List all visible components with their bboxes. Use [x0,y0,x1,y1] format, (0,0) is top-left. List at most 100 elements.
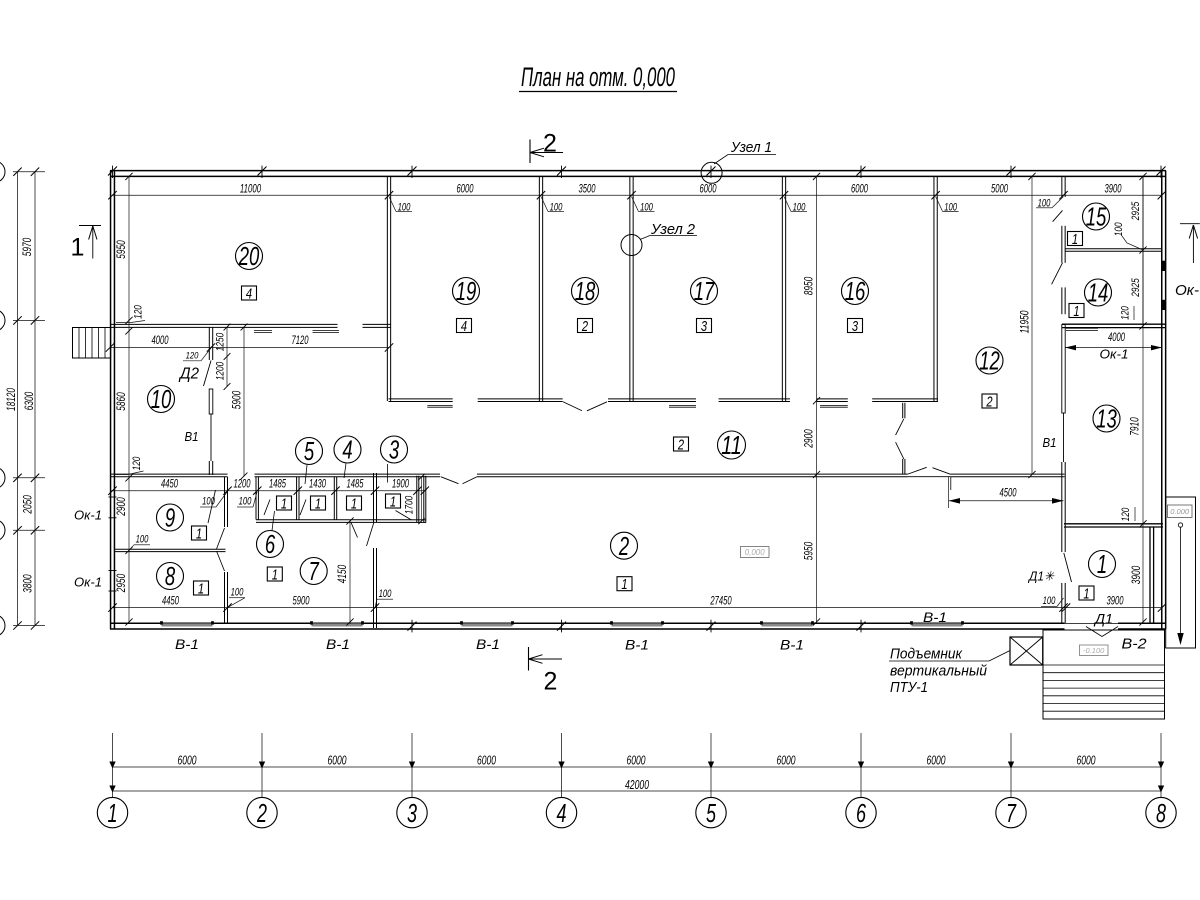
svg-text:4: 4 [557,798,567,828]
svg-text:4: 4 [461,318,467,335]
svg-text:Д1✳: Д1✳ [1027,569,1055,584]
svg-text:4450: 4450 [162,594,179,607]
svg-text:Д2: Д2 [178,366,199,383]
svg-text:20: 20 [238,243,259,271]
svg-text:1: 1 [198,580,204,597]
svg-text:1485: 1485 [269,478,286,491]
svg-text:120: 120 [1120,306,1132,320]
svg-text:120: 120 [133,305,145,319]
svg-text:12: 12 [979,348,1000,376]
svg-text:11000: 11000 [240,183,262,196]
svg-text:1250: 1250 [215,333,227,351]
svg-text:5970: 5970 [21,237,34,256]
svg-text:Подъемник: Подъемник [890,647,963,663]
svg-text:1485: 1485 [347,478,364,491]
svg-text:6000: 6000 [700,183,717,196]
svg-text:4000: 4000 [152,334,169,347]
svg-text:7: 7 [1006,798,1017,828]
svg-text:1: 1 [1073,303,1079,320]
svg-text:3500: 3500 [579,183,596,196]
svg-text:1900: 1900 [392,477,409,490]
svg-text:16: 16 [845,278,866,306]
svg-text:100: 100 [239,496,252,508]
svg-text:2: 2 [618,533,629,561]
svg-text:Ок-1: Ок-1 [74,508,102,523]
svg-text:15: 15 [1086,204,1107,232]
svg-text:6000: 6000 [851,183,868,196]
svg-text:1: 1 [281,495,287,512]
svg-text:В-1: В-1 [175,636,199,652]
svg-text:1: 1 [1083,585,1089,602]
svg-text:В-1: В-1 [780,637,804,653]
svg-text:3900: 3900 [1130,565,1143,584]
svg-text:3: 3 [701,318,708,335]
svg-text:7910: 7910 [1129,417,1142,436]
svg-text:В-1: В-1 [625,637,649,653]
svg-text:В-2: В-2 [1122,636,1148,653]
svg-text:5900: 5900 [293,594,310,607]
svg-text:4500: 4500 [1000,487,1017,500]
svg-text:6000: 6000 [457,183,474,196]
svg-text:120: 120 [131,457,143,471]
svg-text:7120: 7120 [292,334,309,347]
svg-text:В-1: В-1 [326,636,350,652]
svg-text:Ок-: Ок- [1175,283,1199,299]
svg-text:В1: В1 [1043,435,1057,450]
svg-text:6000: 6000 [627,753,647,768]
svg-text:6000: 6000 [1077,753,1097,768]
svg-text:100: 100 [1043,595,1056,607]
svg-text:План на отм. 0,000: План на отм. 0,000 [521,62,675,92]
svg-text:1: 1 [390,493,396,510]
svg-text:5000: 5000 [991,183,1008,196]
svg-text:4150: 4150 [336,564,349,583]
svg-text:Узел 2: Узел 2 [650,222,695,238]
svg-text:2: 2 [677,436,684,453]
svg-text:6000: 6000 [927,753,947,768]
svg-text:Узел 1: Узел 1 [730,140,772,156]
svg-text:1200: 1200 [234,478,251,491]
svg-text:2950: 2950 [115,573,128,593]
svg-text:11950: 11950 [1019,310,1032,333]
svg-text:0.000: 0.000 [1170,507,1190,516]
svg-text:3: 3 [852,318,859,335]
svg-text:6000: 6000 [328,753,348,768]
svg-text:4450: 4450 [161,478,178,491]
svg-text:1200: 1200 [215,362,227,380]
svg-text:5950: 5950 [115,240,128,259]
svg-text:2: 2 [543,130,557,158]
svg-text:В-1: В-1 [923,609,947,625]
svg-text:100: 100 [202,496,215,508]
svg-text:120: 120 [1120,508,1132,522]
svg-text:100: 100 [1113,222,1125,236]
svg-text:3900: 3900 [1105,183,1122,196]
svg-text:2050: 2050 [22,495,35,515]
svg-text:100: 100 [1038,197,1051,209]
svg-text:8: 8 [1156,798,1166,828]
svg-text:4: 4 [246,285,252,302]
svg-text:11: 11 [721,432,742,460]
svg-text:2: 2 [581,318,588,335]
svg-text:17: 17 [694,278,715,306]
svg-text:2900: 2900 [803,429,816,449]
svg-text:6000: 6000 [777,753,797,768]
svg-text:4: 4 [342,437,352,465]
svg-text:ПТУ-1: ПТУ-1 [890,680,928,696]
svg-text:100: 100 [231,586,244,598]
svg-text:6: 6 [265,531,276,559]
svg-text:6300: 6300 [23,391,36,410]
svg-text:6000: 6000 [178,753,198,768]
svg-text:8: 8 [165,563,176,591]
svg-text:100: 100 [640,202,653,214]
svg-text:0,000: 0,000 [745,548,766,557]
svg-text:5: 5 [304,438,315,466]
svg-text:-0.100: -0.100 [1083,646,1105,655]
svg-text:42000: 42000 [625,777,650,792]
svg-text:6: 6 [856,798,866,828]
svg-text:2: 2 [544,668,558,696]
svg-text:27450: 27450 [710,594,732,607]
svg-text:5: 5 [706,798,716,828]
svg-text:1: 1 [196,525,202,542]
svg-text:5860: 5860 [115,392,128,411]
svg-text:В-1: В-1 [476,636,500,652]
svg-text:3900: 3900 [1107,594,1124,607]
